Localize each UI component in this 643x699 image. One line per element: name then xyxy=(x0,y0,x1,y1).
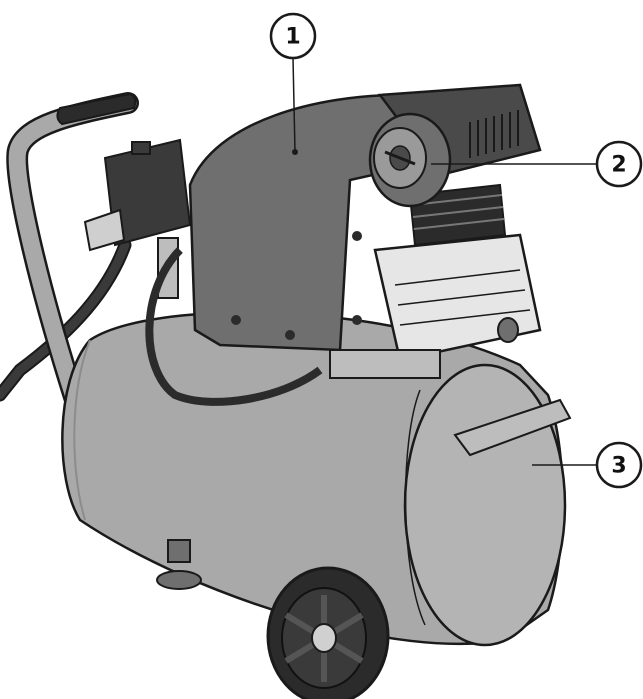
handle-grip xyxy=(56,92,137,126)
callout-2-number: 2 xyxy=(611,153,626,178)
compressor-pump xyxy=(329,183,542,379)
callout-1-number: 1 xyxy=(285,25,300,50)
callout-1: 1 xyxy=(269,12,317,155)
pump-base xyxy=(329,349,441,379)
power-cord xyxy=(0,238,132,402)
pressure-switch xyxy=(83,138,192,299)
tank-handle xyxy=(453,398,572,457)
callout-3: 3 xyxy=(532,441,643,489)
air-hose xyxy=(145,247,323,406)
air-filter xyxy=(368,112,452,208)
wheel-hub xyxy=(311,623,337,653)
callout-2: 2 xyxy=(431,140,643,188)
wheel xyxy=(266,566,390,699)
callout-3-number: 3 xyxy=(611,454,626,479)
rubber-foot xyxy=(156,539,202,590)
